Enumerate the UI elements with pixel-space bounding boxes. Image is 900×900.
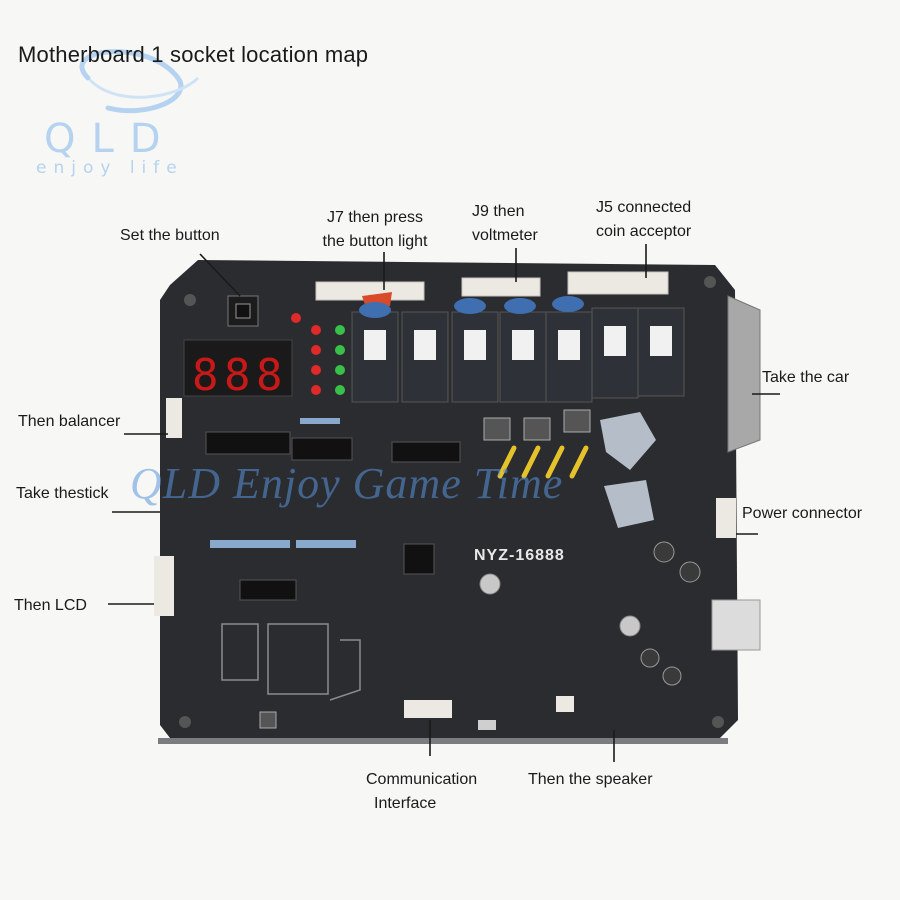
- display-digit-1: 8: [192, 350, 219, 401]
- connector-j9: [461, 277, 541, 297]
- blue-capacitors: [359, 296, 584, 318]
- board-model-label: NYZ-16888: [474, 547, 565, 564]
- logo-swoosh-icon: [79, 49, 200, 114]
- label-j9: J9 then voltmeter: [472, 200, 538, 248]
- label-j7-line1: J7 then press: [326, 209, 424, 226]
- connector-j5: [567, 271, 669, 295]
- power-connector: [716, 498, 736, 538]
- dsub-connector: [727, 295, 761, 453]
- logo-tagline: enjoy life: [36, 158, 184, 178]
- connector-lcd: [154, 556, 174, 616]
- label-comm: Communication Interface: [366, 768, 477, 816]
- page-title: Motherboard 1 socket location map: [18, 42, 369, 67]
- board-edge-rail: [158, 738, 728, 744]
- label-stick: Take thestick: [16, 485, 109, 502]
- label-j7-line2: the button light: [322, 233, 428, 250]
- label-j5-line1: J5 connected: [596, 199, 692, 216]
- comm-connector: [404, 700, 452, 718]
- watermark-text: QLD Enjoy Game Time: [130, 459, 564, 508]
- label-j9-line1: J9 then: [472, 203, 525, 220]
- label-j5: J5 connected coin acceptor: [596, 196, 691, 244]
- label-take-car: Take the car: [762, 369, 850, 386]
- label-j7: J7 then press the button light: [300, 206, 450, 254]
- label-j5-line2: coin acceptor: [596, 223, 692, 240]
- logo-letters: QLD: [44, 116, 177, 162]
- led-column: [291, 313, 345, 395]
- seven-segment-display: [183, 339, 293, 397]
- label-balancer: Then balancer: [18, 413, 121, 430]
- display-digit-3: 8: [256, 350, 283, 401]
- heatsink: [711, 599, 761, 651]
- label-j9-line2: voltmeter: [472, 227, 538, 244]
- label-lcd: Then LCD: [14, 597, 87, 614]
- leader-set-button: [199, 253, 241, 297]
- label-speaker: Then the speaker: [528, 771, 653, 788]
- label-comm-line2: Interface: [374, 795, 437, 812]
- label-set-button: Set the button: [120, 227, 220, 244]
- label-comm-line1: Communication: [366, 771, 478, 788]
- label-power: Power connector: [742, 505, 863, 522]
- connector-balancer: [166, 398, 182, 438]
- display-digit-2: 8: [224, 350, 251, 401]
